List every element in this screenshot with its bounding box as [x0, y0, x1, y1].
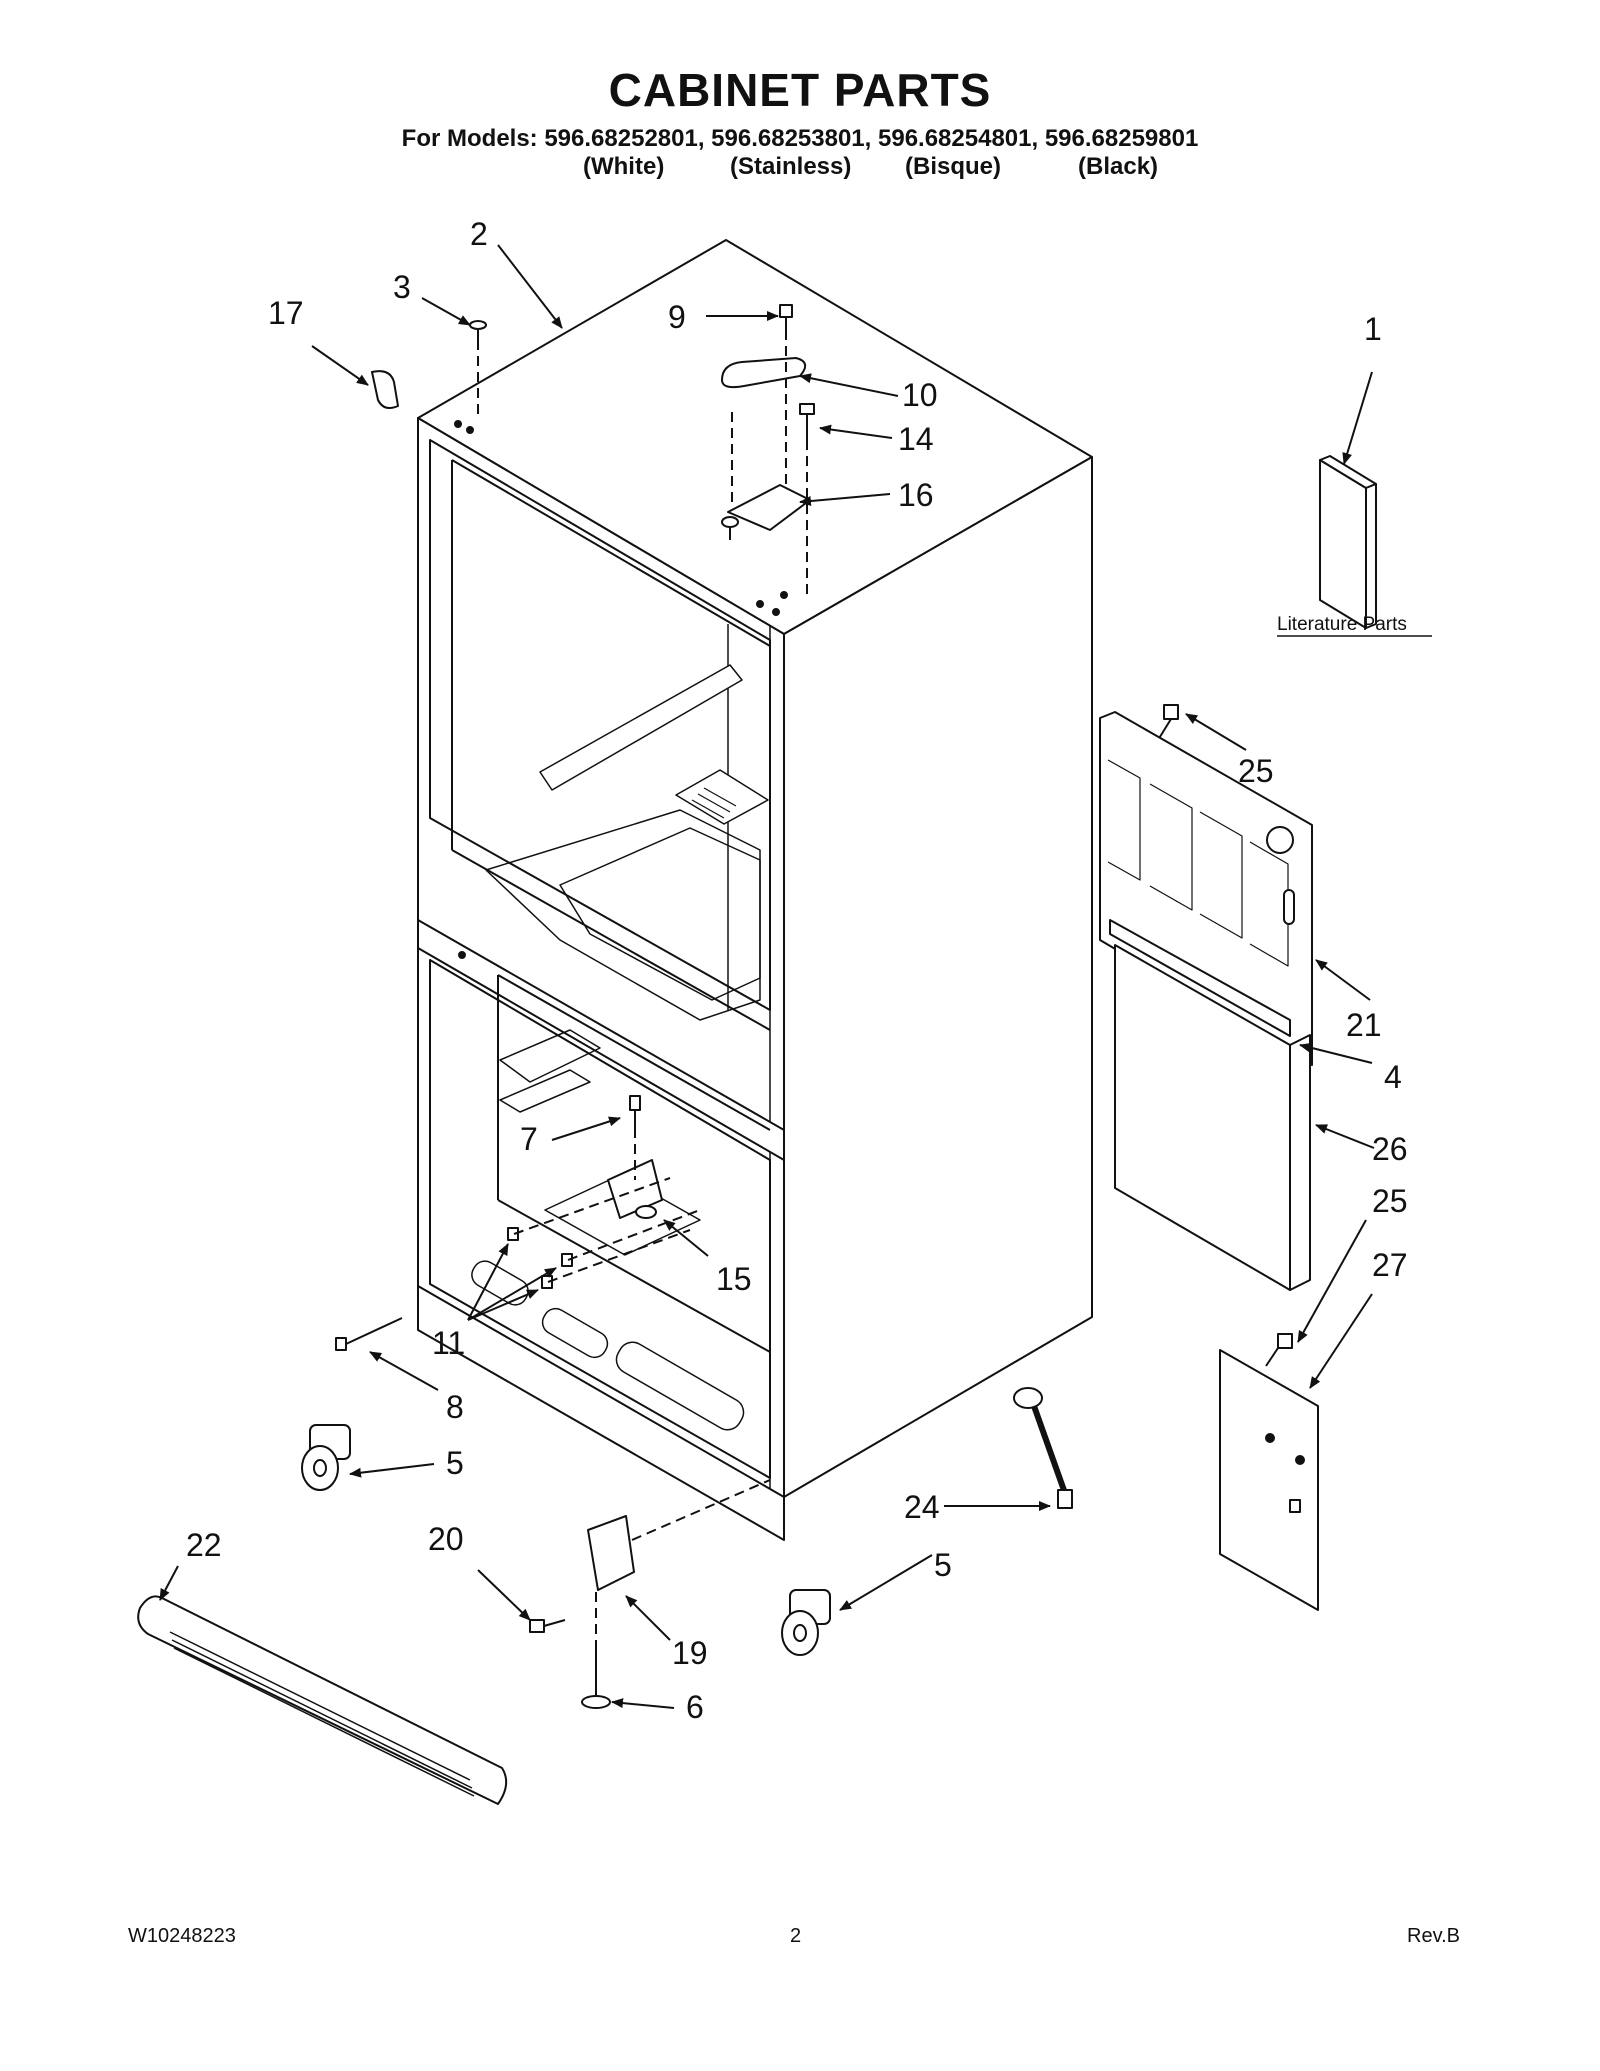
- page-title: CABINET PARTS: [608, 64, 992, 116]
- part-4-strip: [1109, 919, 1291, 1037]
- part-15-center-hinge: [607, 1159, 663, 1219]
- part-5-caster-right: [781, 1589, 831, 1656]
- callout-26: 26: [1372, 1131, 1408, 1167]
- part-20-screw: [529, 1619, 566, 1633]
- callout-24: 24: [904, 1489, 940, 1525]
- callout-22: 22: [186, 1527, 222, 1563]
- cabinet: [417, 239, 1093, 1541]
- part-5-caster-left: [301, 1424, 351, 1491]
- part-19-bracket: [587, 1515, 635, 1591]
- callout-11: 11: [432, 1325, 465, 1361]
- callout-27: 27: [1372, 1247, 1408, 1283]
- variant-stainless: (Stainless): [730, 153, 852, 180]
- revision: Rev.B: [1407, 1925, 1460, 1947]
- callout-4: 4: [1384, 1059, 1402, 1095]
- callout-5-right: 5: [934, 1547, 952, 1583]
- part-14-bolt: [799, 403, 815, 440]
- part-8-bolt: [335, 1317, 403, 1351]
- variant-white: (White): [583, 153, 665, 180]
- freezer-opening: [429, 959, 771, 1479]
- fresh-food-opening: [429, 439, 771, 1011]
- callout-25-upper: 25: [1238, 753, 1274, 789]
- callout-7: 7: [520, 1121, 538, 1157]
- part-26-insulation: [1114, 944, 1311, 1291]
- callout-20: 20: [428, 1521, 464, 1557]
- literature-parts-label: Literature Parts: [1277, 614, 1407, 635]
- part-3-plug: [469, 320, 487, 340]
- part-25-screw-lower: [1265, 1333, 1293, 1367]
- callout-14: 14: [898, 421, 934, 457]
- callout-21: 21: [1346, 1007, 1382, 1043]
- part-10-hinge-cover: [721, 357, 807, 389]
- model-variants: (White) (Stainless) (Bisque) (Black): [0, 153, 1600, 187]
- part-22-toe-grille: [137, 1595, 508, 1805]
- callout-2: 2: [470, 216, 488, 252]
- variant-bisque: (Bisque): [905, 153, 1001, 180]
- callout-15: 15: [716, 1261, 752, 1297]
- doc-number: W10248223: [128, 1925, 236, 1947]
- page-number: 2: [790, 1925, 802, 1947]
- part-11-screws: [507, 1227, 573, 1289]
- callout-17: 17: [268, 295, 304, 331]
- callout-3: 3: [393, 269, 411, 305]
- part-27-cover: [1219, 1349, 1319, 1611]
- models-line: For Models: 596.68252801, 596.68253801, …: [401, 125, 1199, 152]
- part-9-screw: [779, 304, 793, 330]
- part-1-literature: [1319, 455, 1377, 629]
- part-24-clip: [1013, 1387, 1073, 1509]
- callout-16: 16: [898, 477, 934, 513]
- page-header: CABINET PARTS For Models: 596.68252801, …: [0, 60, 1600, 154]
- part-21-access-panel: [1099, 711, 1313, 1066]
- callout-6: 6: [686, 1689, 704, 1725]
- callout-8: 8: [446, 1389, 464, 1425]
- variant-black: (Black): [1078, 153, 1159, 180]
- callout-25-lower: 25: [1372, 1183, 1408, 1219]
- callout-19: 19: [672, 1635, 708, 1671]
- cabinet-side: [783, 456, 1093, 1498]
- callout-10: 10: [902, 377, 938, 413]
- callout-1: 1: [1364, 311, 1382, 347]
- callout-9: 9: [668, 299, 686, 335]
- part-7-pin: [629, 1095, 641, 1128]
- callout-5-left: 5: [446, 1445, 464, 1481]
- part-6-leveler: [581, 1650, 611, 1709]
- part-25-screw-upper: [1157, 704, 1179, 741]
- part-17-shim: [371, 370, 399, 409]
